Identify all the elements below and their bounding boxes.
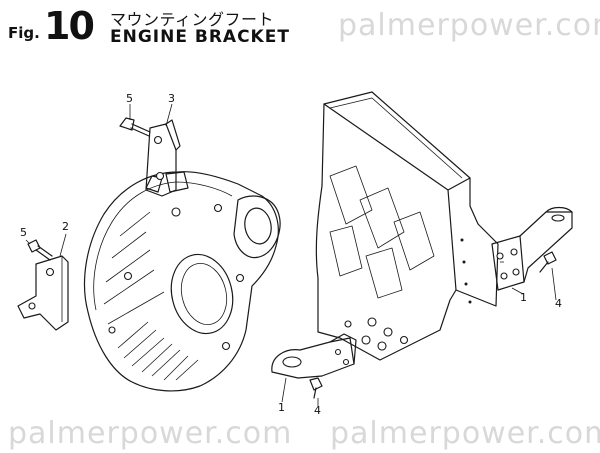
bolt-5-upper-icon (119, 117, 151, 137)
bolt-4-bottom-icon (309, 377, 323, 399)
callout-2-left: 2 (62, 220, 69, 233)
bolt-5-left-icon (27, 239, 53, 261)
upper-mount-bracket (145, 119, 181, 197)
callout-1-bottom: 1 (278, 401, 285, 414)
watermark-top: palmerpower.com (338, 8, 600, 43)
bolt-4-right-icon (539, 251, 557, 273)
watermark-bottom-left: palmerpower.com (8, 416, 293, 451)
leader-lines (25, 103, 557, 406)
engine-block-drawing (315, 91, 499, 361)
callout-1-right: 1 (520, 291, 527, 304)
callout-4-bottom: 4 (314, 404, 321, 417)
watermark-bottom-right: palmerpower.com (330, 416, 600, 451)
engine-foot-bottom (271, 333, 357, 379)
callout-4-right: 4 (555, 297, 562, 310)
engine-foot-right (491, 206, 573, 291)
title-japanese: マウンティングフート (110, 10, 275, 29)
left-mount-bracket (17, 255, 69, 331)
title-english: ENGINE BRACKET (110, 27, 290, 47)
callout-5-upper: 5 (126, 92, 133, 105)
callout-5-left: 5 (20, 226, 27, 239)
figure-label: Fig. (8, 24, 40, 42)
figure-number: 10 (44, 4, 95, 48)
callout-3-upper: 3 (168, 92, 175, 105)
flywheel-housing-drawing (83, 171, 281, 392)
